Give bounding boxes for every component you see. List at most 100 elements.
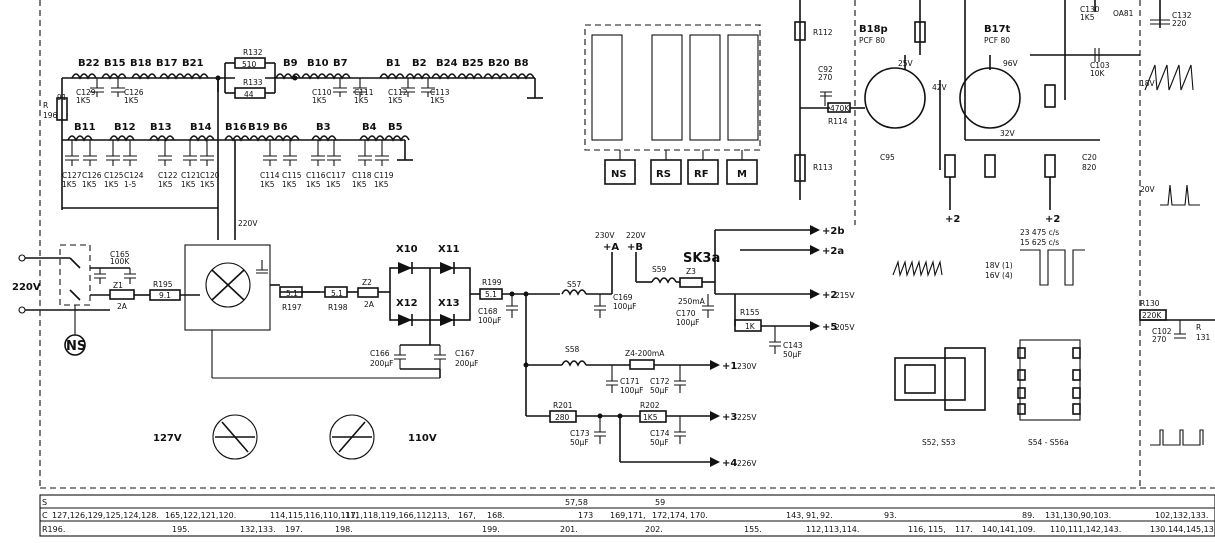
cap-value: 50µF <box>650 386 669 395</box>
cap-value: 1K5 <box>82 180 97 189</box>
resistor-value: 1K5 <box>643 413 658 422</box>
resistor-label: R155 <box>740 308 760 317</box>
filter-label: B2 <box>412 58 427 69</box>
filter-label: B19 <box>248 122 270 133</box>
table-cell: 132,133. <box>240 525 276 534</box>
filter-label: B13 <box>150 122 172 133</box>
filter-label: B7 <box>333 58 348 69</box>
rail-voltage: 205V <box>835 323 855 332</box>
table-cell: 116,110,117, <box>305 511 358 520</box>
table-cell: 127,126,129,125,124,128. <box>52 511 159 520</box>
resistor-label: R <box>43 101 48 110</box>
cap-label: C116 <box>306 171 326 180</box>
filter-label: B14 <box>190 122 212 133</box>
table-cell: 168. <box>487 511 505 520</box>
cap-label: C169 <box>613 293 633 302</box>
resistor-r196 <box>56 97 68 121</box>
switch-sk3a-label: SK3a <box>683 251 720 266</box>
resistor-value: 470K <box>830 104 850 113</box>
tube-label: B17t <box>984 24 1011 35</box>
filter-label: B16 <box>225 122 247 133</box>
tube-section: B18p PCF 80 B17t PCF 80 25V 96V 32V 42V … <box>794 0 1215 344</box>
resistor-label: R <box>1196 323 1201 332</box>
filter-label: B3 <box>316 122 331 133</box>
cap-label: C168 <box>478 307 498 316</box>
resistor-value: 5.1 <box>331 289 343 298</box>
filter-label: B20 <box>488 58 510 69</box>
cap-value: 1K5 <box>430 96 445 105</box>
table-cell: 92. <box>820 511 833 520</box>
table-cell: 102,132,133. <box>1155 511 1208 520</box>
rail-voltage: 226V <box>737 459 757 468</box>
waveform-amplitude: 18V (1) <box>985 261 1013 270</box>
cap-label: C174 <box>650 429 670 438</box>
filter-label: B25 <box>462 58 484 69</box>
mains-input: NS 220V C165 100K Z1 2A R195 9.1 <box>12 244 200 356</box>
choke-label: S58 <box>565 345 580 354</box>
table-row-label: C <box>42 511 48 520</box>
fuse-value: 2A <box>364 300 375 309</box>
diode-label: X13 <box>438 298 460 309</box>
table-cell: 155. <box>744 525 762 534</box>
filter-label: B17 <box>156 58 178 69</box>
filter-label: B6 <box>273 122 288 133</box>
table-cell: 143, <box>786 511 804 520</box>
diode-label: X11 <box>438 244 460 255</box>
table-cell: 115, <box>928 525 946 534</box>
ns-switch-label: NS <box>66 339 86 354</box>
cap-value: 100µF <box>613 302 636 311</box>
cap-value: 220 <box>1172 19 1187 28</box>
table-cell: 197. <box>285 525 303 534</box>
switch-contact-panel: NS RS RF M <box>584 24 761 185</box>
rail-label: +2 <box>945 214 960 225</box>
resistor-label: R202 <box>640 401 660 410</box>
cap-label: C113 <box>430 88 450 97</box>
transformer-label: S52, S53 <box>922 438 956 447</box>
waveform-frequency: 15 625 c/s <box>1020 238 1059 247</box>
resistor-number: 131 <box>1196 333 1211 342</box>
filter-label: B10 <box>307 58 329 69</box>
switch-box-label: M <box>737 169 747 180</box>
cap-label: C121 <box>181 171 201 180</box>
node-voltage: 96V <box>1003 59 1019 68</box>
resistor-value: 5.1 <box>286 289 298 298</box>
resistor-label: R114 <box>828 117 848 126</box>
node-voltage: 32V <box>1000 129 1016 138</box>
node-voltage: 20V <box>1140 185 1156 194</box>
cap-value: 50µF <box>650 438 669 447</box>
cap-value: 10K <box>1090 69 1106 78</box>
switch-box-label: NS <box>611 169 627 180</box>
diode-label: X10 <box>396 244 418 255</box>
filter-label: B5 <box>388 122 403 133</box>
cap-value: 1K5 <box>374 180 389 189</box>
resistor-label: R130 <box>1140 299 1160 308</box>
table-cell: 199. <box>482 525 500 534</box>
voltage-label: 127V <box>153 433 182 444</box>
cap-label: C20 <box>1082 153 1097 162</box>
cap-label: C119 <box>374 171 394 180</box>
resistor-label: R113 <box>813 163 833 172</box>
cap-label: C173 <box>570 429 590 438</box>
waveform-amplitude: 16V (4) <box>985 271 1013 280</box>
table-cell: 140,141,109. <box>982 525 1035 534</box>
cap-value: 100µF <box>676 318 699 327</box>
transformer-label: S54 - S56a <box>1028 438 1069 447</box>
filter-label: B4 <box>362 122 377 133</box>
resistor-value: 510 <box>242 60 257 69</box>
fuse-value: 250mA <box>678 297 706 306</box>
rail-label: +B <box>627 242 643 253</box>
cap-label: C129 <box>76 88 96 97</box>
cap-label: C127 <box>62 171 82 180</box>
table-cell: 57,58 <box>565 498 588 507</box>
cap-label: C132 <box>1172 11 1192 20</box>
tube-b17t <box>959 67 1021 129</box>
cap-label: C143 <box>783 341 803 350</box>
bridge-rectifier: X10 X11 X12 X13 C166 200µF C167 200µF <box>370 244 478 378</box>
cap-value: 1-5 <box>124 180 136 189</box>
switch-box-label: RS <box>656 169 671 180</box>
filter-labels-top: B22 B15 B18 B17 B21 B9 B10 B7 B1 B2 B24 … <box>43 48 529 120</box>
fuse-label: Z2 <box>362 278 372 287</box>
rail-label: +2 <box>822 290 837 301</box>
table-cell: 170. <box>690 511 708 520</box>
